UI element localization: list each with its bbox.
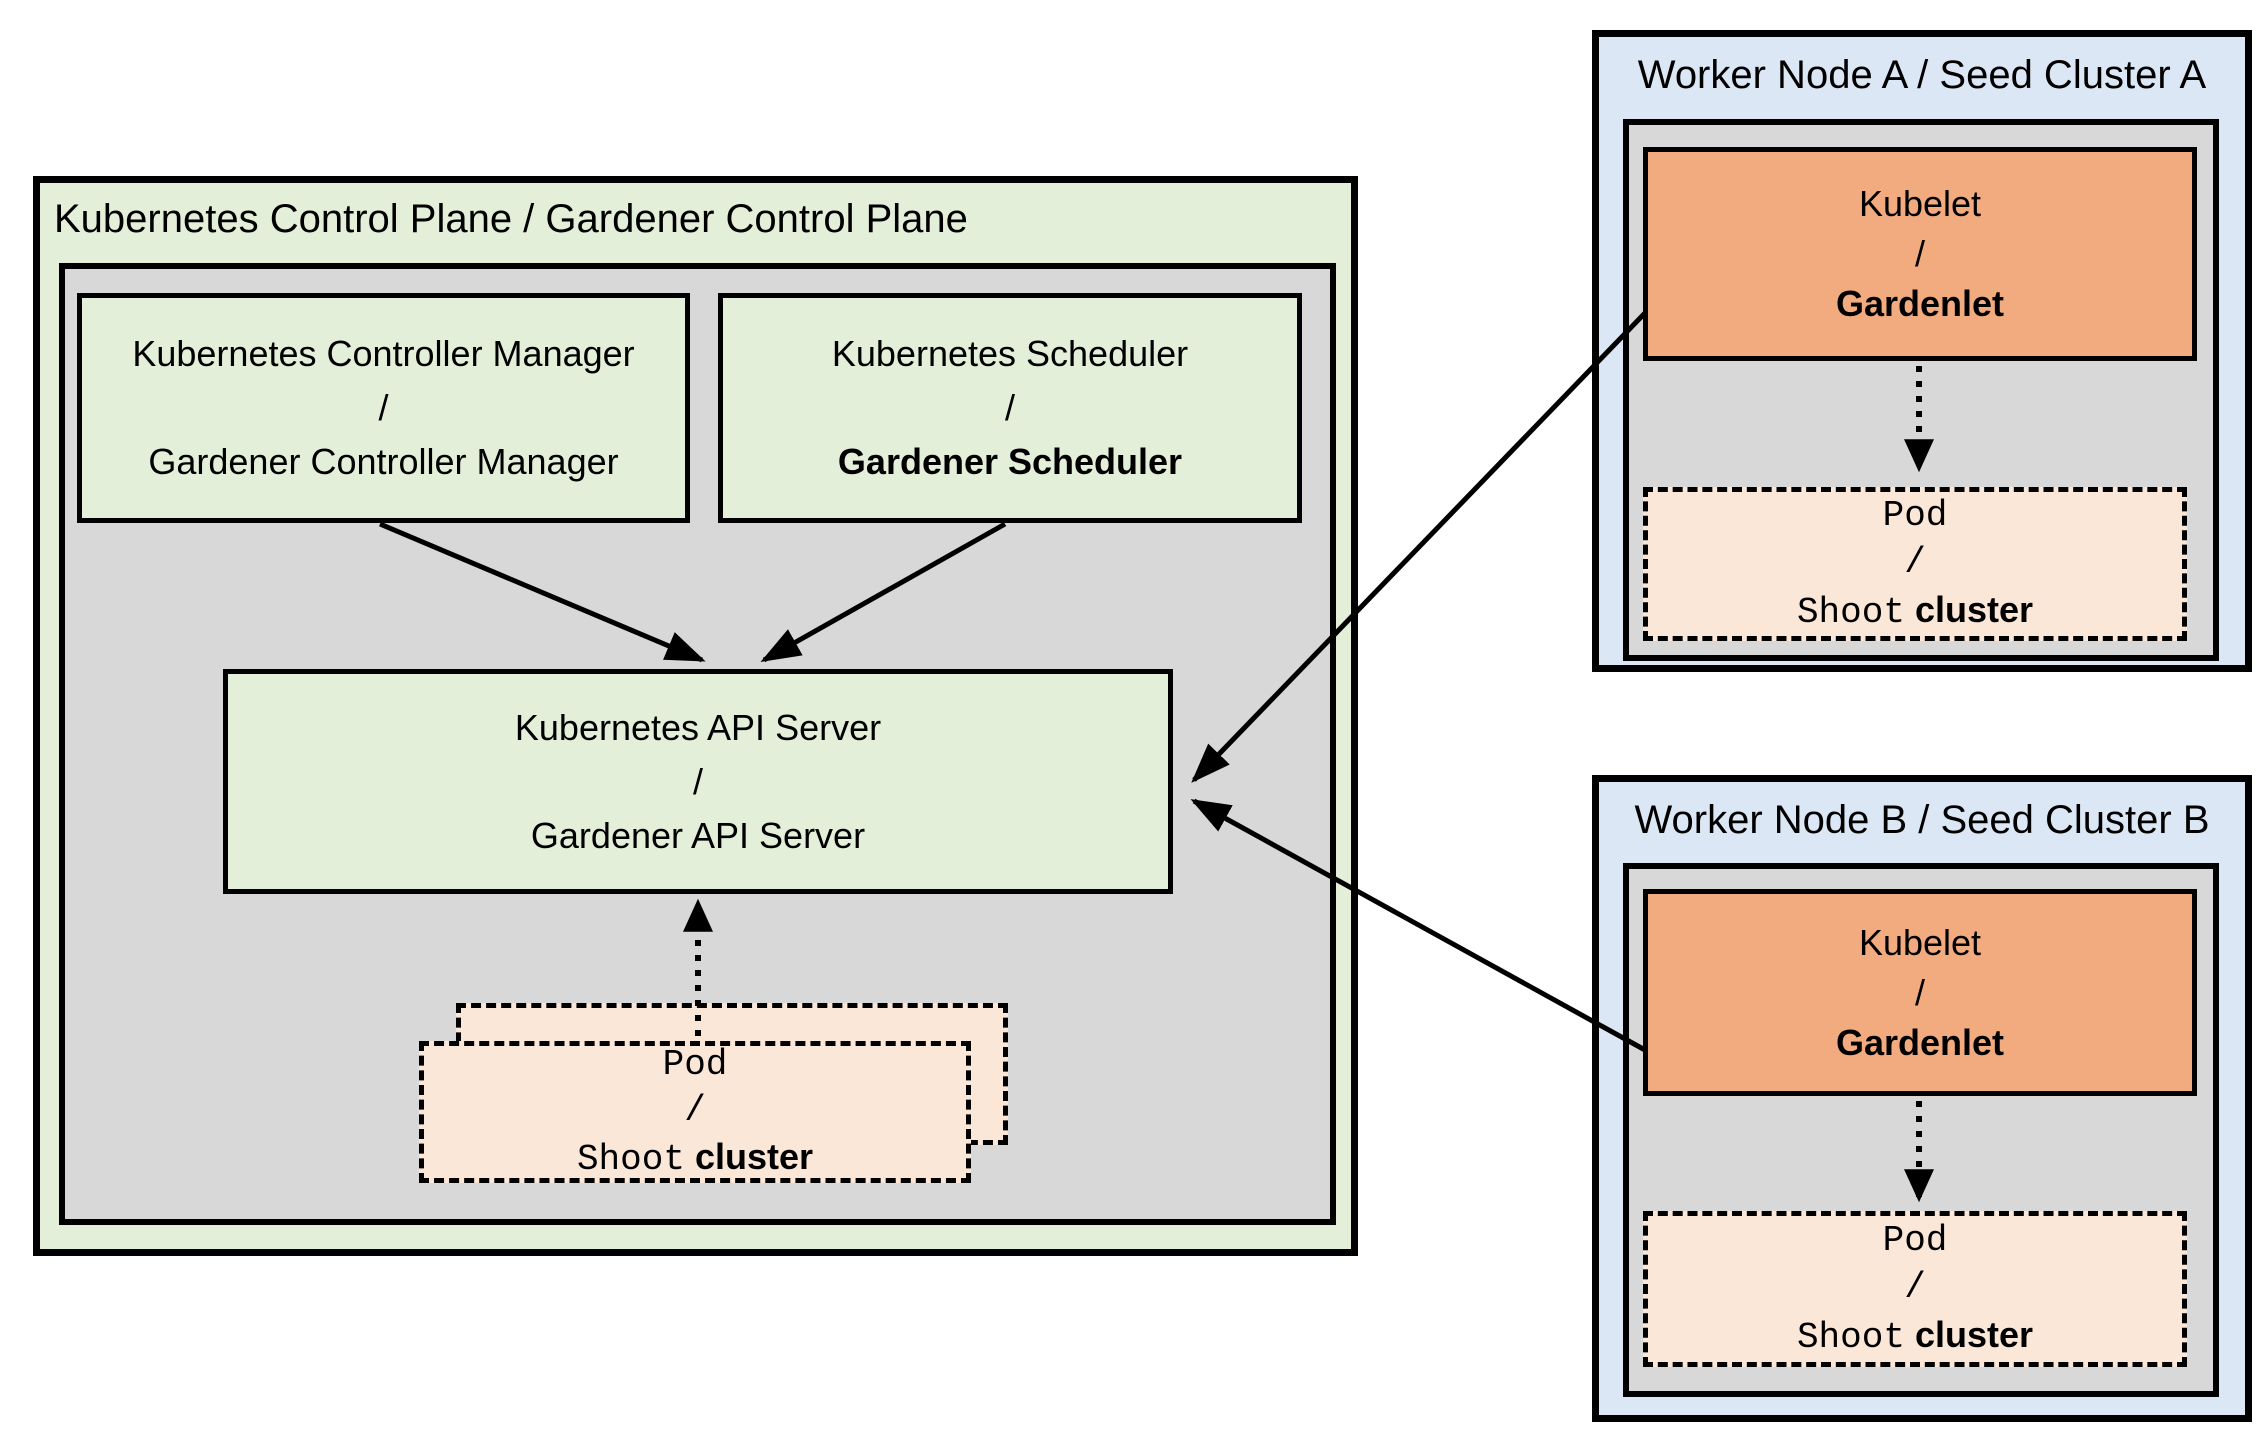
scheduler-box: Kubernetes Scheduler / Gardener Schedule… (718, 293, 1302, 523)
pod-a-box: Pod / Shoot cluster (1643, 487, 2187, 641)
pod-a-line2-shoot: Shoot (1796, 592, 1905, 633)
worker-node-b-title: Worker Node B / Seed Cluster B (1634, 798, 2210, 842)
pod-line2-cluster: cluster (694, 1135, 814, 1177)
pod-b-line2-cluster: cluster (1914, 1314, 2034, 1355)
kubelet-a-line2: Gardenlet (1835, 283, 2005, 324)
pod-b-separator: / (1904, 1267, 1926, 1308)
worker-node-a-panel: Worker Node A / Seed Cluster A Kubelet /… (1592, 30, 2252, 672)
pod-b-line2-shoot: Shoot (1796, 1317, 1905, 1358)
pod-a-line1: Pod (1882, 495, 1948, 536)
pod-b-line1: Pod (1882, 1220, 1948, 1261)
kubelet-b-separator: / (1914, 971, 1925, 1013)
api-server-box: Kubernetes API Server / Gardener API Ser… (223, 669, 1173, 894)
kubelet-b-box: Kubelet / Gardenlet (1643, 889, 2197, 1096)
scheduler-separator: / (1004, 387, 1015, 428)
control-plane-inner-area: Kubernetes Controller Manager / Gardener… (59, 263, 1336, 1225)
kubelet-b-line2: Gardenlet (1835, 1021, 2005, 1063)
worker-node-b-panel: Worker Node B / Seed Cluster B Kubelet /… (1592, 775, 2252, 1422)
pod-a-separator: / (1904, 542, 1926, 583)
api-server-line2: Gardener API Server (530, 814, 866, 856)
kubelet-a-separator: / (1914, 233, 1925, 274)
worker-b-inner-area: Kubelet / Gardenlet Pod / Shoot cluster (1623, 863, 2219, 1397)
controller-manager-line1: Kubernetes Controller Manager (132, 333, 635, 374)
controller-manager-line2: Gardener Controller Manager (148, 441, 619, 482)
controller-manager-box: Kubernetes Controller Manager / Gardener… (77, 293, 690, 523)
pod-a-line2-cluster: cluster (1914, 589, 2034, 630)
worker-a-inner-area: Kubelet / Gardenlet Pod / Shoot cluster (1623, 119, 2219, 661)
pod-separator: / (684, 1089, 706, 1131)
scheduler-line2: Gardener Scheduler (837, 441, 1183, 482)
api-server-line1: Kubernetes API Server (514, 706, 882, 748)
controller-manager-separator: / (378, 387, 389, 428)
control-plane-panel: Kubernetes Control Plane / Gardener Cont… (33, 176, 1358, 1256)
kubelet-a-box: Kubelet / Gardenlet (1643, 147, 2197, 361)
pod-shoot-box-front: Pod / Shoot cluster (419, 1041, 971, 1183)
pod-line2: Shoot cluster (577, 1134, 813, 1183)
api-server-separator: / (692, 760, 703, 802)
worker-node-a-title: Worker Node A / Seed Cluster A (1637, 53, 2207, 97)
pod-line1: Pod (662, 1043, 728, 1085)
pod-b-box: Pod / Shoot cluster (1643, 1211, 2187, 1367)
pod-a-line2: Shoot cluster (1797, 586, 2033, 636)
kubelet-a-line1: Kubelet (1858, 183, 1982, 224)
pod-line2-shoot: Shoot (576, 1138, 685, 1180)
scheduler-line1: Kubernetes Scheduler (831, 333, 1189, 374)
control-plane-title: Kubernetes Control Plane / Gardener Cont… (54, 197, 968, 241)
kubelet-b-line1: Kubelet (1858, 921, 1982, 963)
pod-b-line2: Shoot cluster (1797, 1311, 2033, 1361)
